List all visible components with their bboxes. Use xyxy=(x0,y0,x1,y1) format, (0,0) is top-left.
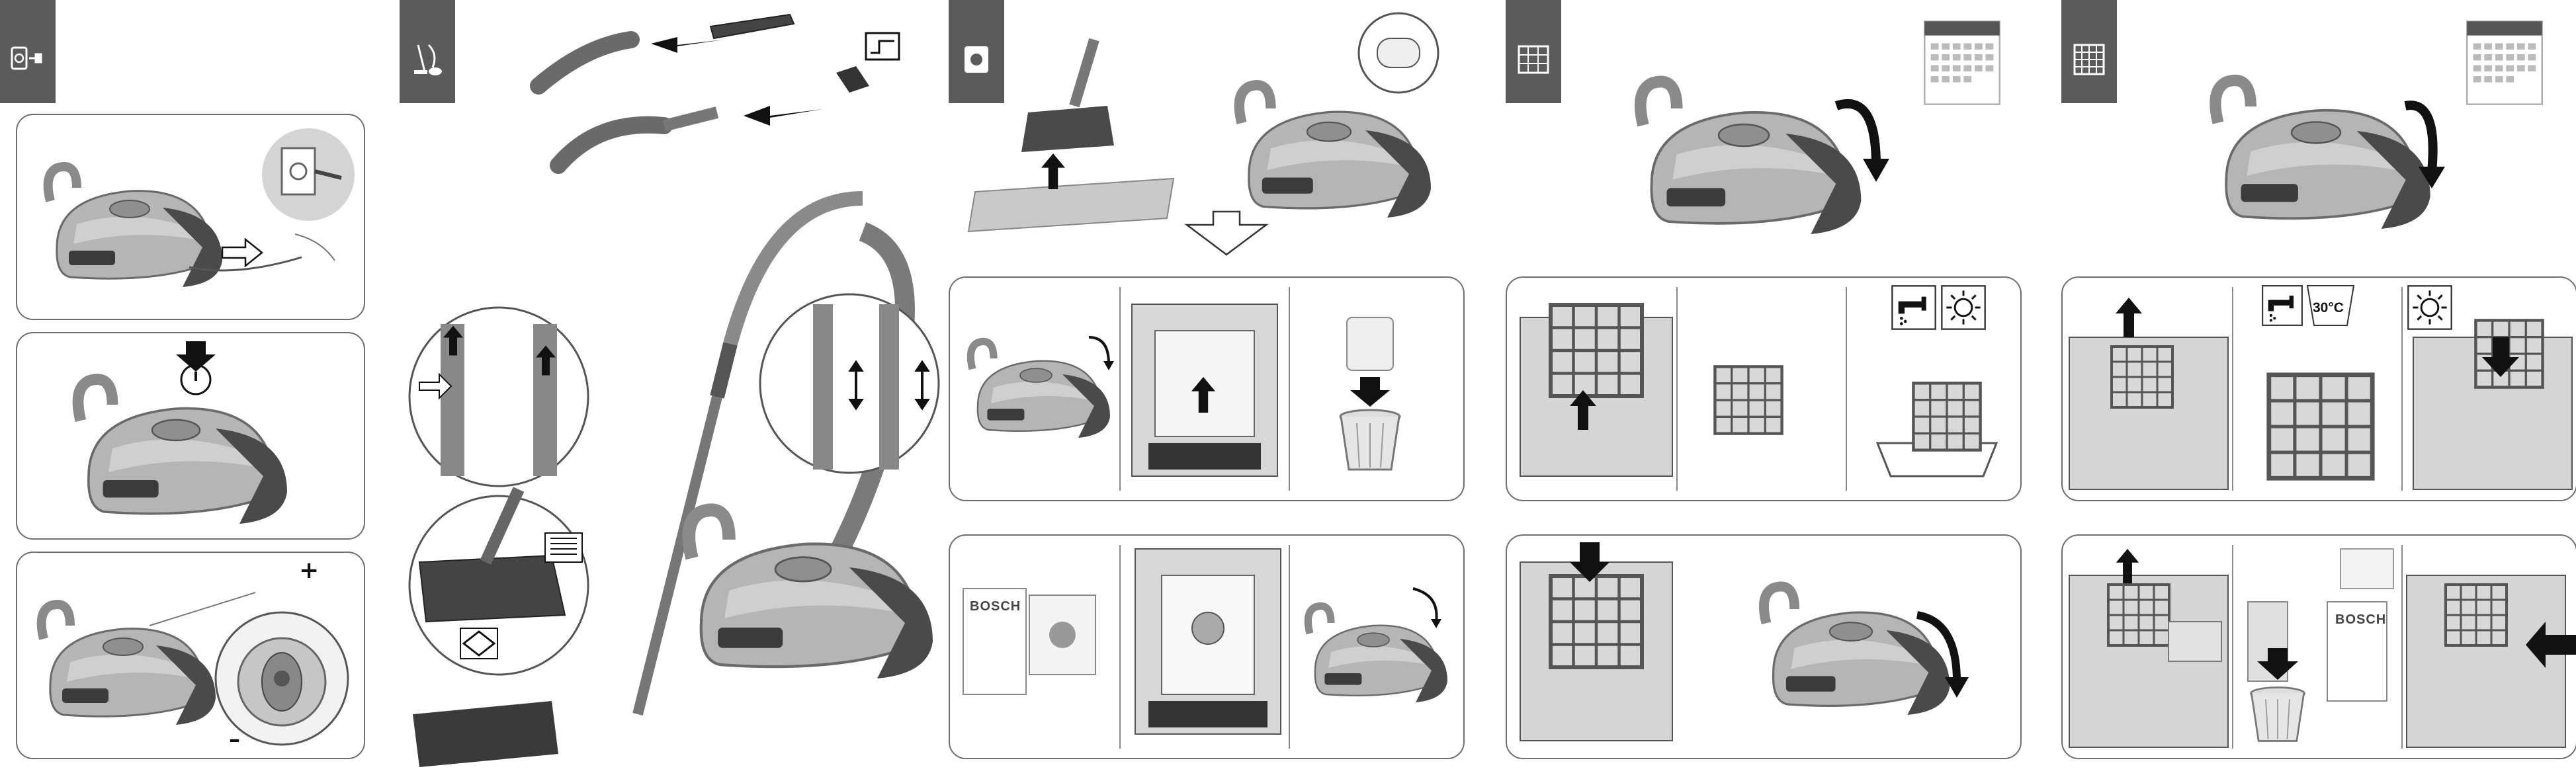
bag-box-brand-label: BOSCH xyxy=(970,599,1021,614)
trash-bin-icon xyxy=(1340,317,1400,470)
vacuum-cleaner-icon xyxy=(1239,85,1431,218)
bag-full-indicator-icon xyxy=(1359,13,1438,93)
filter-box-brand-label: BOSCH xyxy=(2335,612,2386,628)
trash-bin-icon xyxy=(2251,648,2305,741)
vacuum-cleaner-icon xyxy=(78,380,287,524)
sun-icon xyxy=(2408,286,2451,329)
step-panel-plug-in xyxy=(16,114,365,320)
step-panel-replace-exhaust-filter: BOSCH xyxy=(2061,534,2576,759)
sun-icon xyxy=(1942,286,1985,329)
crevice-tool-icon xyxy=(651,15,899,60)
wall-socket-icon xyxy=(262,128,355,221)
step-panel-wash-exhaust-filter: 30°C xyxy=(2061,276,2576,501)
power-plus-label: + xyxy=(299,557,319,584)
vacuum-cleaner-icon xyxy=(42,604,216,725)
power-minus-label: – xyxy=(229,726,240,753)
bag-holder-icon xyxy=(1135,549,1281,734)
vacuum-cleaner-icon xyxy=(1641,81,1862,234)
calendar-icon xyxy=(2467,21,2542,104)
hard-floor-symbol-icon xyxy=(460,628,497,659)
step-panel-remove-bag xyxy=(949,276,1465,501)
bag-holder-icon xyxy=(1132,304,1277,476)
push-arrow-icon xyxy=(176,341,216,372)
section-tab-connect xyxy=(0,0,56,103)
step-panel-switch-on xyxy=(16,332,365,540)
pull-arrow-icon xyxy=(222,239,262,266)
step-panel-wash-motor-filter xyxy=(1506,276,2022,501)
exhaust-filter-open-illustration xyxy=(2061,0,2576,271)
close-lid-icon xyxy=(1308,589,1447,702)
tap-icon xyxy=(1892,286,1935,329)
step-panel-adjust-power: + – xyxy=(16,552,365,759)
power-dial-icon xyxy=(216,612,348,745)
motor-filter-open-illustration xyxy=(1506,0,2055,271)
open-lid-icon xyxy=(970,337,1114,438)
carpet-symbol-icon xyxy=(545,533,582,562)
vacuum-cleaner-icon xyxy=(689,510,933,679)
wash-tub-icon: 30°C xyxy=(2307,286,2354,325)
assembly-illustration xyxy=(400,0,942,783)
water-basin-icon xyxy=(1877,383,1996,476)
vacuum-cleaner-icon xyxy=(2215,81,2430,229)
next-step-arrow xyxy=(1187,212,1266,255)
bag-check-illustration xyxy=(949,0,1465,271)
step-panel-reinsert-motor-filter xyxy=(1506,534,2022,759)
power-plug-icon xyxy=(9,41,46,78)
tap-icon xyxy=(2262,286,2302,325)
vacuum-cleaner-icon xyxy=(1764,587,1950,715)
upholstery-nozzle-icon xyxy=(744,66,869,126)
calendar-icon xyxy=(1924,21,1999,104)
wash-temperature-label: 30°C xyxy=(2313,300,2344,315)
step-panel-insert-bag: BOSCH xyxy=(949,534,1465,759)
